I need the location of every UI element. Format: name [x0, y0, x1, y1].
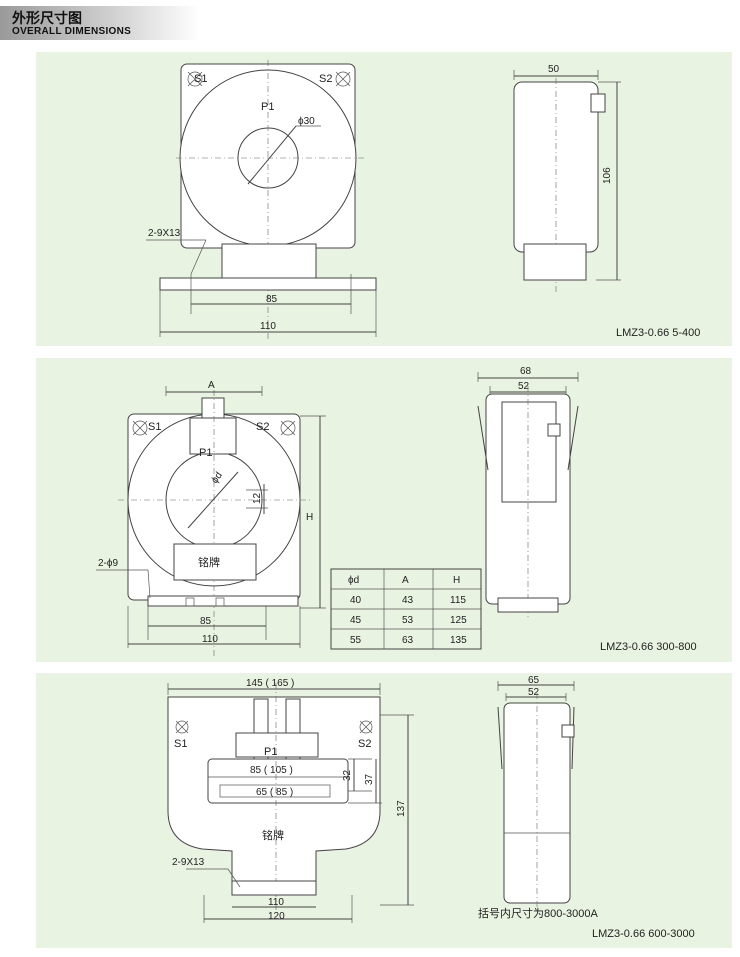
label-137: 137	[396, 800, 407, 817]
title-english: OVERALL DIMENSIONS	[12, 26, 132, 37]
dimension-table: ϕd A H 40 43 115 45 53 125 55 63 135	[330, 568, 482, 650]
label-holes: 2-9X13	[172, 857, 205, 868]
label-145: 145 ( 165 )	[246, 678, 294, 689]
s1-terminal-icon	[132, 420, 148, 436]
label-52: 52	[518, 381, 530, 392]
label-65b: 65	[528, 675, 540, 686]
table-header-d: ϕd	[348, 575, 359, 586]
label-68: 68	[520, 366, 532, 377]
label-110: 110	[260, 321, 276, 332]
model-label-1: LMZ3-0.66 5-400	[616, 327, 700, 339]
primary-window	[207, 758, 349, 804]
table-cell: 45	[350, 615, 362, 626]
table-header-a: A	[402, 575, 409, 586]
table-cell: 135	[450, 635, 467, 646]
label-32: 32	[342, 769, 353, 781]
dia-leader	[247, 125, 297, 185]
label-s1: S1	[148, 421, 161, 433]
table-cell: 43	[402, 595, 414, 606]
side-terminal	[561, 724, 575, 738]
busbar-clamp	[189, 417, 237, 455]
side-clip-right	[567, 405, 579, 471]
label-50: 50	[548, 64, 560, 75]
label-s2: S2	[256, 421, 269, 433]
side-clip-left	[497, 706, 503, 770]
drawing-300-800: S1 S2 P1 A ϕd 12 H 铭牌 2-ϕ9 85 110 ϕd A H…	[96, 366, 697, 658]
table-cell: 40	[350, 595, 362, 606]
label-110: 110	[268, 897, 284, 908]
drawing-5-400: S1 S2 P1 ϕ30 2-9X13 85 110 50 106 LMZ3-0…	[146, 60, 700, 342]
label-s2: S2	[358, 738, 371, 750]
s2-terminal-icon	[280, 420, 296, 436]
table-header-h: H	[453, 575, 460, 586]
side-core	[501, 401, 557, 503]
s1-terminal-icon	[187, 71, 203, 87]
table-cell: 63	[402, 635, 414, 646]
side-terminal	[547, 423, 561, 437]
label-110: 110	[202, 634, 218, 645]
side-clip-right	[571, 706, 575, 770]
table-cell: 55	[350, 635, 362, 646]
note-bracket-sizes: 括号内尺寸为800-3000A	[478, 906, 598, 920]
panel-lmz3-600-3000: 145 ( 165 ) S1 S2 P1 85 ( 105 ) 65 ( 85 …	[36, 673, 732, 948]
base-plate	[231, 880, 317, 896]
label-s1: S1	[194, 73, 207, 85]
label-p1: P1	[264, 746, 277, 758]
stand	[221, 243, 317, 279]
side-terminal	[590, 93, 606, 113]
section-header: 外形尺寸图 OVERALL DIMENSIONS	[0, 0, 740, 48]
label-p1: P1	[261, 101, 274, 113]
s2-terminal-icon	[359, 720, 373, 734]
label-85: 85	[266, 294, 278, 305]
label-a: A	[208, 380, 215, 391]
label-65: 65 ( 85 )	[256, 787, 293, 798]
panel-lmz3-300-800: S1 S2 P1 A ϕd 12 H 铭牌 2-ϕ9 85 110 ϕd A H…	[36, 358, 732, 662]
label-s2: S2	[319, 73, 332, 85]
model-label-3: LMZ3-0.66 600-3000	[592, 928, 695, 940]
label-holes: 2-9X13	[148, 228, 181, 239]
table-cell: 125	[450, 615, 467, 626]
label-p1: P1	[199, 447, 212, 459]
label-52: 52	[528, 687, 540, 698]
side-clip-left	[477, 405, 489, 471]
model-label-2: LMZ3-0.66 300-800	[600, 641, 697, 653]
label-dia: ϕ30	[298, 116, 315, 127]
panel-lmz3-5-400: S1 S2 P1 ϕ30 2-9X13 85 110 50 106 LMZ3-0…	[36, 52, 732, 346]
table-cell: 53	[402, 615, 414, 626]
nameplate	[173, 543, 257, 581]
side-base	[497, 597, 559, 613]
side-stand	[523, 243, 587, 281]
label-12: 12	[252, 492, 263, 504]
label-d: ϕd	[209, 470, 224, 485]
label-85: 85 ( 105 )	[250, 765, 293, 776]
label-nameplate: 铭牌	[262, 828, 284, 842]
label-37: 37	[364, 773, 375, 785]
label-120: 120	[268, 911, 285, 922]
busbar-clamp	[235, 732, 319, 758]
s1-terminal-icon	[175, 720, 189, 734]
label-holes: 2-ϕ9	[98, 558, 118, 569]
base-plate	[159, 277, 377, 291]
drawing-600-3000: 145 ( 165 ) S1 S2 P1 85 ( 105 ) 65 ( 85 …	[167, 675, 695, 940]
dia-leader	[187, 471, 239, 529]
table-cell: 115	[450, 595, 466, 606]
title-chinese: 外形尺寸图	[12, 10, 82, 26]
s2-terminal-icon	[335, 71, 351, 87]
label-106: 106	[602, 167, 613, 184]
label-s1: S1	[174, 738, 187, 750]
header-band	[0, 6, 200, 40]
label-h: H	[306, 512, 313, 523]
base-plate	[147, 595, 299, 607]
label-85: 85	[200, 616, 212, 627]
label-nameplate: 铭牌	[198, 555, 220, 569]
